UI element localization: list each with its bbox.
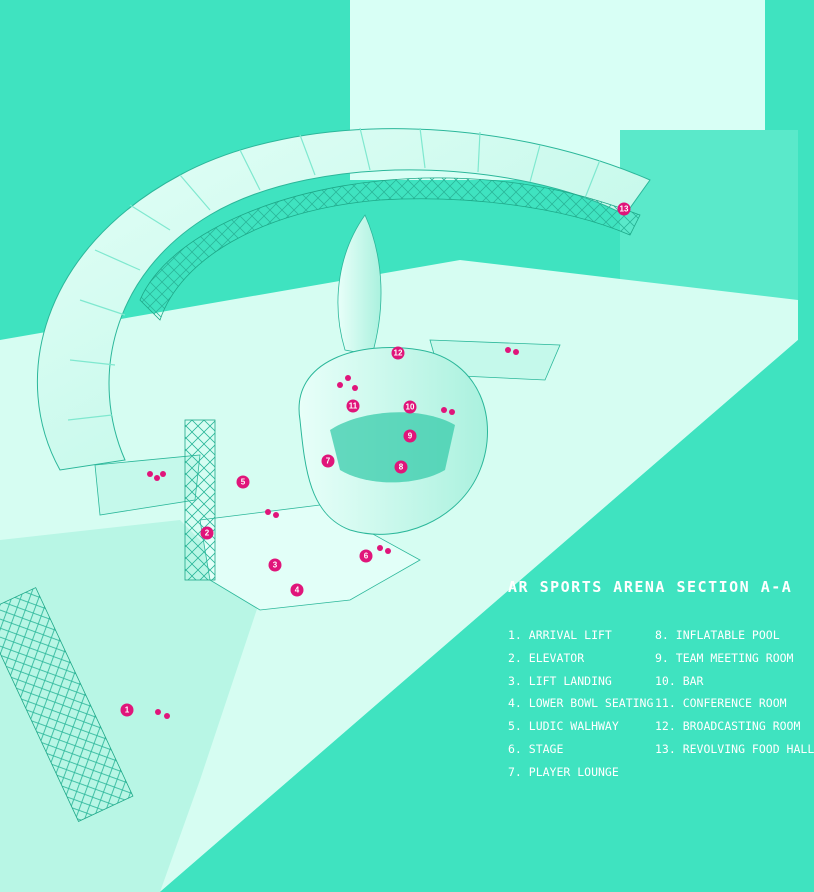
marker-12: 12 xyxy=(391,346,405,360)
marker-4: 4 xyxy=(290,583,304,597)
marker-13: 13 xyxy=(617,202,631,216)
legend-item: 3. LIFT LANDING xyxy=(508,673,612,688)
legend-item: 9. TEAM MEETING ROOM xyxy=(655,650,794,665)
marker-7: 7 xyxy=(321,454,335,468)
svg-text:10: 10 xyxy=(406,403,415,412)
legend-item: 8. INFLATABLE POOL xyxy=(655,628,780,642)
marker-6: 6 xyxy=(359,549,373,563)
legend-right-column: 8. INFLATABLE POOL 9. TEAM MEETING ROOM … xyxy=(655,624,814,761)
audience-clusters xyxy=(147,347,519,719)
marker-1: 1 xyxy=(120,703,134,717)
marker-10: 10 xyxy=(403,400,417,414)
svg-text:9: 9 xyxy=(408,432,413,441)
lift-mast xyxy=(0,587,134,822)
diagram-title: AR SPORTS ARENA SECTION A-A xyxy=(508,578,793,596)
pod-interior xyxy=(330,412,455,483)
legend-item: 6. STAGE xyxy=(508,741,564,756)
svg-text:1: 1 xyxy=(125,706,130,715)
legend-item: 7. PLAYER LOUNGE xyxy=(508,764,619,779)
svg-text:7: 7 xyxy=(326,457,331,466)
marker-9: 9 xyxy=(403,429,417,443)
svg-text:6: 6 xyxy=(364,552,369,561)
legend-item: 5. LUDIC WALHWAY xyxy=(508,719,619,734)
legend-item: 13. REVOLVING FOOD HALL xyxy=(655,741,814,756)
elevator-shaft xyxy=(184,419,216,581)
svg-text:11: 11 xyxy=(349,402,358,411)
inflatable-tower xyxy=(337,214,382,356)
legend-item: 4. LOWER BOWL SEATING xyxy=(508,696,654,711)
marker-11: 11 xyxy=(346,399,360,413)
svg-text:2: 2 xyxy=(205,529,210,538)
svg-text:13: 13 xyxy=(620,205,629,214)
svg-text:5: 5 xyxy=(241,478,246,487)
svg-text:4: 4 xyxy=(295,586,300,595)
legend-item: 1. ARRIVAL LIFT xyxy=(508,628,612,642)
svg-text:8: 8 xyxy=(399,463,404,472)
legend-left-column: 1. ARRIVAL LIFT 2. ELEVATOR 3. LIFT LAND… xyxy=(508,624,653,784)
legend-item: 12. BROADCASTING ROOM xyxy=(655,719,801,734)
legend-item: 11. CONFERENCE ROOM xyxy=(655,696,787,711)
ring-segments xyxy=(67,127,601,421)
marker-2: 2 xyxy=(200,526,214,540)
ring-truss xyxy=(139,177,641,321)
marker-3: 3 xyxy=(268,558,282,572)
upper-ring-roof xyxy=(36,128,651,471)
legend-item: 10. BAR xyxy=(655,673,704,688)
legend-item: 2. ELEVATOR xyxy=(508,650,585,665)
green-ground-wedge xyxy=(160,340,798,892)
marker-8: 8 xyxy=(394,460,408,474)
marker-5: 5 xyxy=(236,475,250,489)
svg-text:12: 12 xyxy=(394,349,403,358)
svg-text:3: 3 xyxy=(273,561,278,570)
